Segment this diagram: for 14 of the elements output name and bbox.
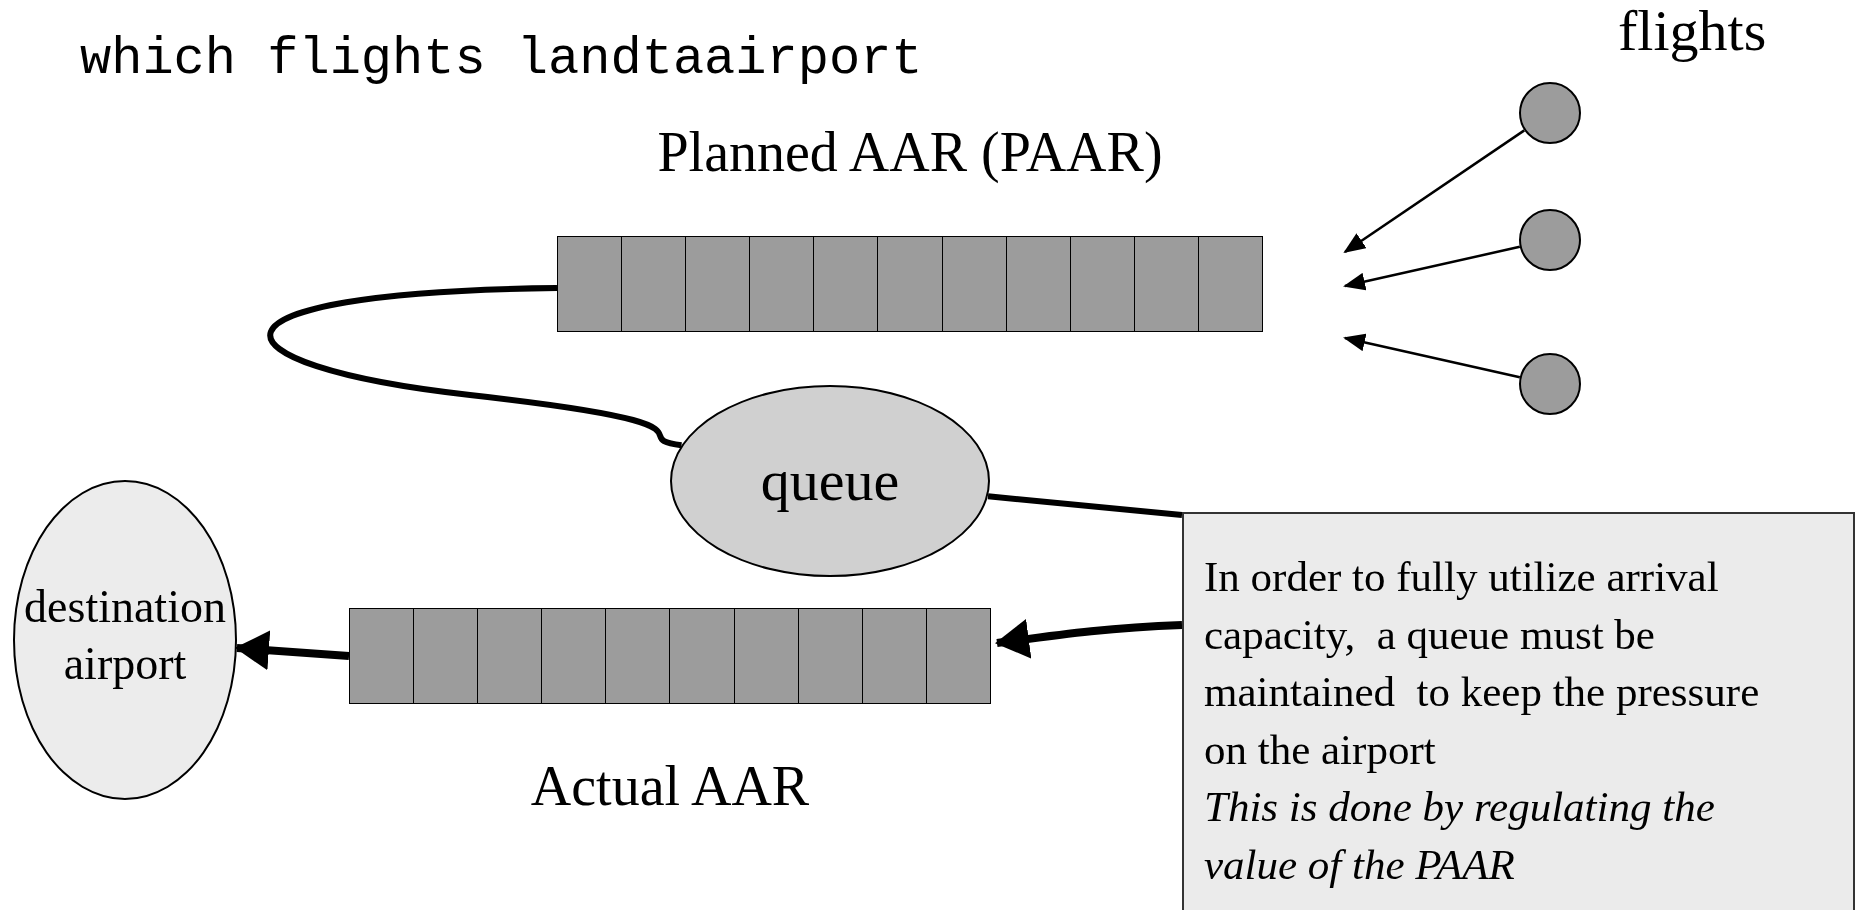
bar-title: Actual AAR bbox=[529, 758, 811, 814]
arrow bbox=[1343, 245, 1521, 291]
connector-line bbox=[987, 493, 1183, 518]
arrow bbox=[1343, 129, 1525, 254]
note-paragraph: In order to fully utilize arrival capacity, a queue must be maintained to keep the pressure on the airport bbox=[1204, 552, 1761, 775]
note-text: which flights landtaairport bbox=[80, 34, 923, 86]
group-label: flights bbox=[1618, 2, 1767, 60]
note-box bbox=[1182, 512, 1855, 910]
arrow bbox=[1343, 333, 1521, 379]
ellipse-label: queue bbox=[760, 452, 900, 510]
ellipse-label: destination airport bbox=[23, 579, 227, 691]
connector-line bbox=[268, 285, 683, 449]
arrow bbox=[995, 618, 1183, 659]
note-paragraph: This is done by regulating the value of the PAAR bbox=[1204, 782, 1716, 891]
